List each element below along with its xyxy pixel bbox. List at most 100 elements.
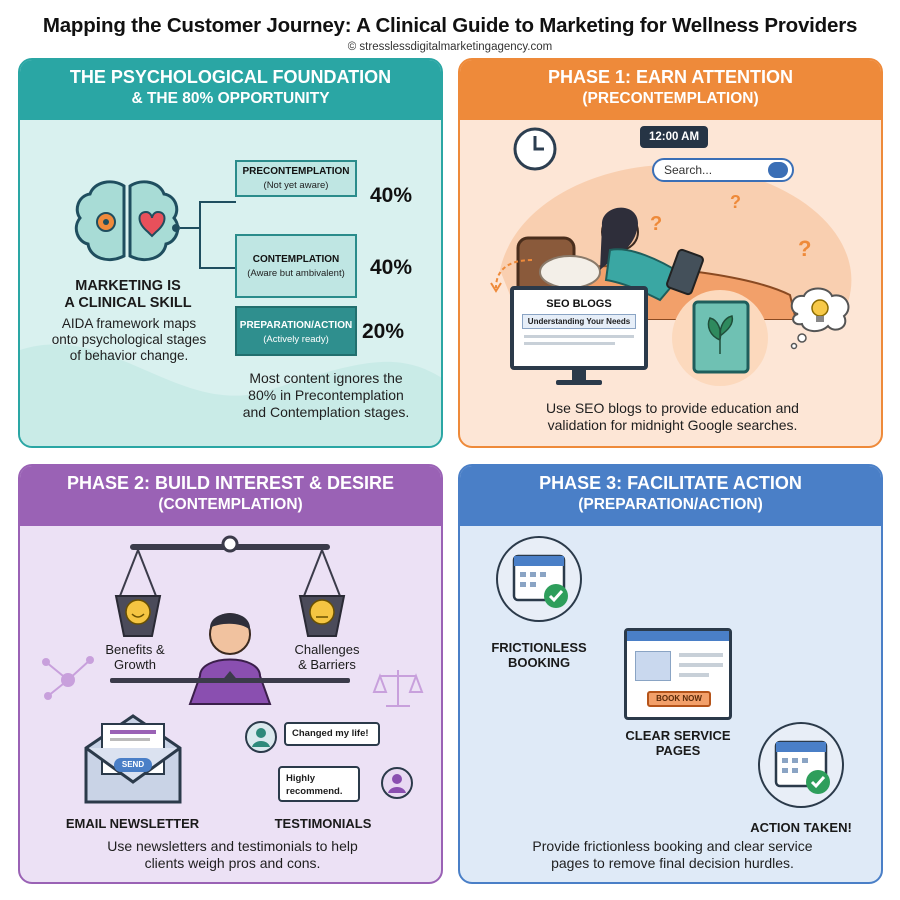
brain-icon bbox=[74, 180, 180, 261]
stage-precontemplation: PRECONTEMPLATION (Not yet aware) bbox=[235, 160, 357, 197]
testimonial-2-line1: Highly bbox=[286, 773, 316, 784]
phase1-header: PHASE 1: EARN ATTENTION (PRECONTEMPLATIO… bbox=[460, 60, 881, 120]
balance-scale-icon bbox=[372, 670, 424, 707]
text-line bbox=[679, 663, 723, 667]
booking-line1: FRICTIONLESS bbox=[491, 640, 587, 655]
phase1-caption-line1: Use SEO blogs to provide education and bbox=[546, 400, 799, 416]
monitor-stand bbox=[572, 370, 586, 382]
clinical-skill-line1: MARKETING IS bbox=[75, 278, 181, 294]
stage-desc: (Aware but ambivalent) bbox=[247, 268, 345, 279]
phase2-title-line1: PHASE 2: BUILD INTEREST & DESIRE bbox=[66, 473, 395, 493]
page-title: Mapping the Customer Journey: A Clinical… bbox=[42, 14, 858, 37]
challenges-line1: Challenges bbox=[294, 642, 360, 657]
search-placeholder: Search... bbox=[664, 163, 713, 177]
user-avatar-icon bbox=[245, 721, 277, 753]
phase2-header: PHASE 2: BUILD INTEREST & DESIRE (CONTEM… bbox=[20, 466, 441, 526]
stage-connector bbox=[172, 201, 236, 269]
phase3-title-line2: (PREPARATION/ACTION) bbox=[578, 496, 763, 513]
phase1-caption-line2: validation for midnight Google searches. bbox=[547, 417, 798, 433]
note-line3: and Contemplation stages. bbox=[242, 404, 410, 420]
decision-scale bbox=[110, 535, 350, 705]
monitor-base bbox=[556, 380, 602, 385]
phase1-panel: PHASE 1: EARN ATTENTION (PRECONTEMPLATIO… bbox=[458, 58, 883, 448]
email-newsletter-label: EMAIL NEWSLETTER bbox=[65, 816, 200, 831]
phase2-panel: PHASE 2: BUILD INTEREST & DESIRE (CONTEM… bbox=[18, 464, 443, 884]
foundation-panel: THE PSYCHOLOGICAL FOUNDATION & THE 80% O… bbox=[18, 58, 443, 448]
service-page-window: BOOK NOW bbox=[624, 628, 732, 720]
testimonial-bubble-1: Changed my life! bbox=[284, 722, 380, 746]
frictionless-booking-label: FRICTIONLESS BOOKING bbox=[474, 640, 604, 670]
email-envelope-icon bbox=[84, 714, 182, 804]
phase3-caption-line2: pages to remove final decision hurdles. bbox=[551, 855, 794, 871]
calendar-check-icon bbox=[496, 536, 582, 622]
benefits-line1: Benefits & bbox=[105, 642, 165, 657]
text-line bbox=[679, 653, 723, 657]
dashed-arrow-icon bbox=[490, 259, 533, 293]
aida-line3: of behavior change. bbox=[69, 348, 189, 363]
testimonial-2-line2: recommend. bbox=[286, 786, 343, 797]
phase2-caption-line1: Use newsletters and testimonials to help bbox=[107, 838, 358, 854]
blog-heading-bar: Understanding Your Needs bbox=[522, 314, 636, 329]
wall-clock-icon bbox=[513, 127, 557, 171]
stage-name: PREPARATION/ACTION bbox=[239, 320, 353, 331]
wellness-book-icon bbox=[672, 290, 768, 386]
text-line bbox=[524, 342, 615, 345]
booking-line2: BOOKING bbox=[507, 655, 571, 670]
challenges-line2: & Barriers bbox=[298, 657, 356, 672]
benefits-line2: Growth bbox=[114, 657, 156, 672]
phase1-title-line2: (PRECONTEMPLATION) bbox=[582, 90, 759, 107]
book-now-button: BOOK NOW bbox=[647, 691, 711, 707]
phase1-caption: Use SEO blogs to provide education and v… bbox=[470, 400, 875, 434]
text-line bbox=[679, 673, 709, 677]
site-credit: © stresslessdigitalmarketingagency.com bbox=[347, 41, 553, 53]
phase3-panel: PHASE 3: FACILITATE ACTION (PREPARATION/… bbox=[458, 464, 883, 884]
network-icon bbox=[42, 656, 94, 700]
search-icon bbox=[768, 162, 788, 178]
aida-line1: AIDA framework maps bbox=[61, 316, 197, 331]
testimonials-label: TESTIMONIALS bbox=[274, 816, 372, 831]
user-avatar-icon bbox=[381, 767, 413, 799]
lightbulb-thought-icon bbox=[790, 287, 850, 350]
foundation-background-wave bbox=[20, 344, 441, 446]
opportunity-note: Most content ignores the 80% in Preconte… bbox=[216, 370, 436, 421]
stage-desc: (Not yet aware) bbox=[263, 180, 329, 191]
testimonial-bubble-2: Highly recommend. bbox=[278, 766, 360, 802]
note-line2: 80% in Precontemplation bbox=[248, 387, 404, 403]
phase3-caption-line1: Provide frictionless booking and clear s… bbox=[532, 838, 813, 854]
aida-line2: onto psychological stages bbox=[51, 332, 207, 347]
phase3-header: PHASE 3: FACILITATE ACTION (PREPARATION/… bbox=[460, 466, 881, 526]
svg-text:?: ? bbox=[798, 236, 811, 261]
stage-desc: (Actively ready) bbox=[263, 334, 329, 345]
stage-contemplation: CONTEMPLATION (Aware but ambivalent) bbox=[235, 234, 357, 298]
send-button: SEND bbox=[114, 758, 152, 772]
phase3-caption: Provide frictionless booking and clear s… bbox=[470, 838, 875, 872]
stage-preparation-action: PREPARATION/ACTION (Actively ready) bbox=[235, 306, 357, 356]
clear-service-pages-label: CLEAR SERVICE PAGES bbox=[610, 728, 746, 758]
foundation-title-line1: THE PSYCHOLOGICAL FOUNDATION bbox=[69, 67, 392, 87]
stage-percent-precontemplation: 40% bbox=[370, 184, 413, 207]
monitor: SEO BLOGS Understanding Your Needs bbox=[510, 286, 648, 370]
svg-text:?: ? bbox=[730, 192, 741, 212]
phase2-caption: Use newsletters and testimonials to help… bbox=[30, 838, 435, 872]
time-display: 12:00 AM bbox=[640, 126, 708, 148]
note-line1: Most content ignores the bbox=[249, 370, 403, 386]
stage-percent-contemplation: 40% bbox=[370, 256, 413, 279]
search-bar: Search... bbox=[652, 158, 794, 182]
foundation-header: THE PSYCHOLOGICAL FOUNDATION & THE 80% O… bbox=[20, 60, 441, 120]
service-line1: CLEAR SERVICE bbox=[625, 728, 731, 743]
phase2-title-line2: (CONTEMPLATION) bbox=[158, 496, 303, 513]
phase3-title-line1: PHASE 3: FACILITATE ACTION bbox=[539, 473, 802, 493]
seo-blogs-title: SEO BLOGS bbox=[546, 298, 612, 310]
foundation-title-line2: & THE 80% OPPORTUNITY bbox=[131, 90, 330, 107]
image-placeholder bbox=[635, 651, 671, 681]
stage-name: CONTEMPLATION bbox=[252, 254, 340, 265]
clinical-skill-line2: A CLINICAL SKILL bbox=[64, 295, 192, 311]
service-line2: PAGES bbox=[655, 743, 701, 758]
svg-text:?: ? bbox=[650, 213, 662, 235]
aida-text: AIDA framework maps onto psychological s… bbox=[34, 316, 224, 364]
action-taken-label: ACTION TAKEN! bbox=[750, 820, 852, 835]
action-taken-calendar-icon bbox=[758, 722, 844, 808]
stage-name: PRECONTEMPLATION bbox=[242, 166, 350, 177]
clinical-skill-heading: MARKETING IS A CLINICAL SKILL bbox=[48, 278, 208, 312]
phase1-title-line1: PHASE 1: EARN ATTENTION bbox=[547, 67, 793, 87]
